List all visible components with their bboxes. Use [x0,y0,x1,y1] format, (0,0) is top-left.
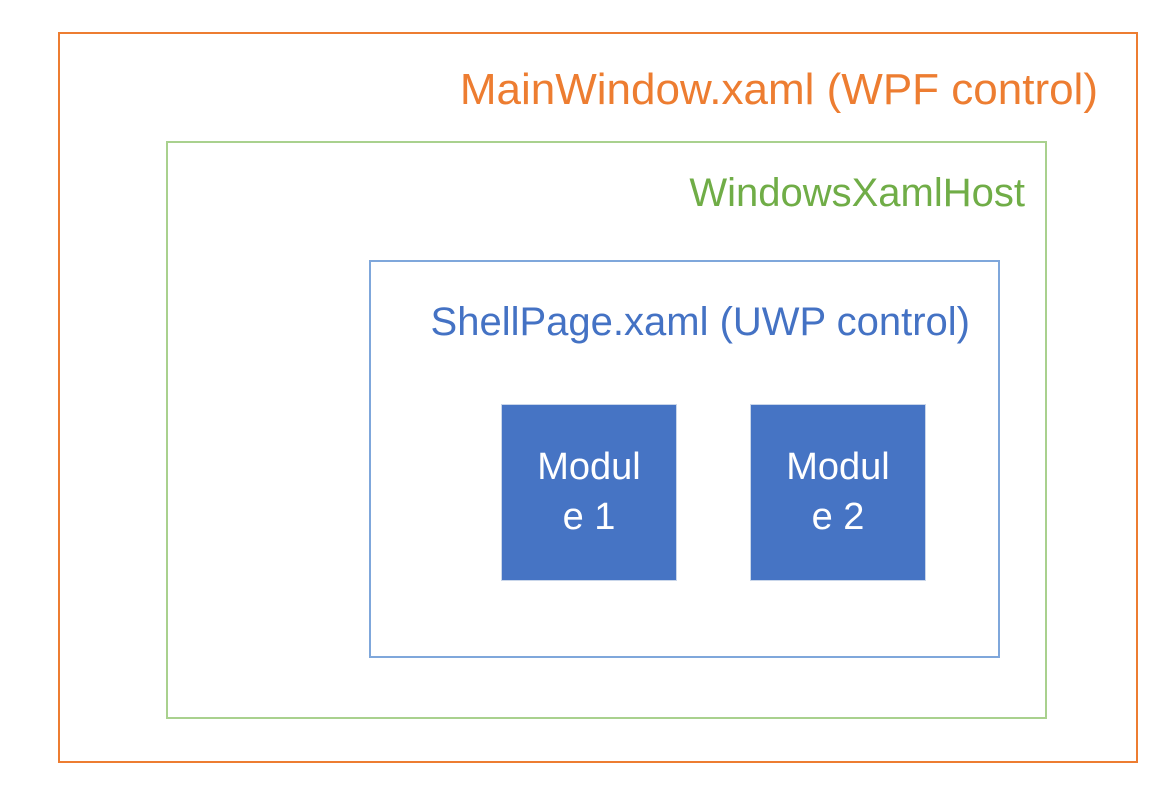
module-box-2-label: Module 2 [786,446,890,538]
windowsxamlhost-container-label: WindowsXamlHost [689,171,1025,215]
wpf-container-rect [58,32,1138,763]
shellpage-container-label: ShellPage.xaml (UWP control) [430,300,970,344]
shellpage-container-rect [369,260,1000,658]
module-box-1: Module 1 [501,404,677,581]
module-box-1-label: Module 1 [537,446,641,538]
wpf-container-label: MainWindow.xaml (WPF control) [459,65,1098,114]
windowsxamlhost-container-rect [166,141,1047,719]
module-box-2: Module 2 [750,404,926,581]
